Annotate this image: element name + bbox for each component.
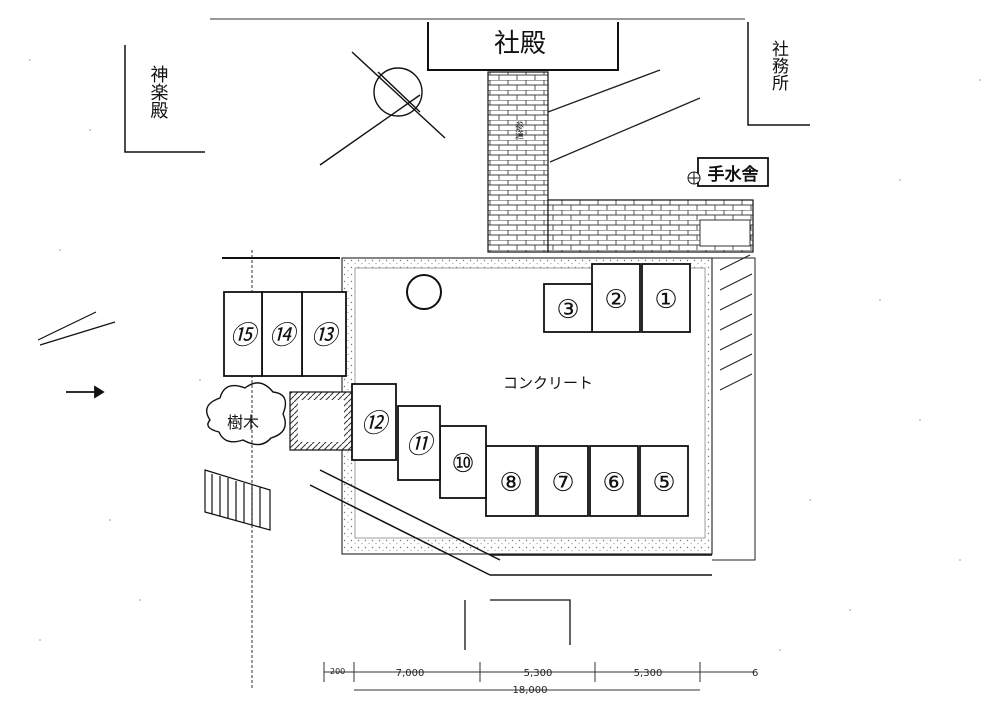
parking-spot-box <box>223 291 263 377</box>
sando-diagonals <box>547 69 701 163</box>
temizuya-building: 手水舎 <box>687 157 769 187</box>
lower-structure <box>464 599 571 650</box>
parking-spot-box <box>591 263 641 333</box>
tree-symbol <box>319 51 446 166</box>
parking-spot-box <box>485 445 537 517</box>
dimension-line <box>323 662 755 691</box>
parking-spot-number: ⑧ <box>499 468 522 498</box>
sando-label: 参道 <box>513 120 524 140</box>
parking-spot-number: ⑬ <box>311 321 341 351</box>
dim-total: 18,000 <box>513 685 548 696</box>
right-stairs <box>712 254 756 561</box>
dim-left: 200 <box>330 667 345 676</box>
dim-seg1: 7,000 <box>396 668 425 679</box>
parking-spot-number: ② <box>604 285 627 315</box>
left-stairs <box>204 469 271 531</box>
kaguraden-label: 神楽殿 <box>148 65 169 119</box>
parking-spot-box <box>439 425 487 499</box>
shamusho-building: 社務所 <box>747 22 810 126</box>
parking-spot-number: ⑦ <box>551 468 574 498</box>
small-structure <box>699 219 751 247</box>
parking-spot-box <box>639 445 689 517</box>
parking-spot-box <box>641 263 691 333</box>
shaden-building: 社殿 <box>427 22 619 71</box>
jumoku-label: 樹木 <box>227 413 259 432</box>
jumoku-tree: 樹木 <box>206 382 287 446</box>
dim-seg2: 5,300 <box>524 668 553 679</box>
scan-noise <box>29 59 981 651</box>
entry-arrow <box>66 385 105 399</box>
dim-seg3: 5,300 <box>634 668 663 679</box>
parking-spot-number: ⑫ <box>361 409 391 439</box>
parking-spot-number: ⑩ <box>451 449 474 479</box>
parking-spot-number: ⑮ <box>230 321 260 351</box>
shaden-label: 社殿 <box>494 29 546 59</box>
parking-spot-box <box>397 405 441 481</box>
parking-spot-number: ⑤ <box>652 468 675 498</box>
parking-spot-box <box>537 445 589 517</box>
shamusho-label: 社務所 <box>768 40 789 91</box>
parking-spot-number: ⑭ <box>269 321 299 351</box>
parking-spot-number: ⑥ <box>602 468 625 498</box>
parking-spot-number: ③ <box>556 295 579 325</box>
parking-spot-number: ① <box>654 285 677 315</box>
parking-spot-box <box>301 291 347 377</box>
parking-spot-box <box>351 383 397 461</box>
well-circle <box>406 274 442 310</box>
parking-spot-box <box>543 283 593 333</box>
parking-spot-box <box>589 445 639 517</box>
concrete-label: コンクリート <box>503 374 593 392</box>
parking-spot-number: ⑪ <box>406 430 436 460</box>
temizuya-label: 手水舎 <box>708 164 760 185</box>
diagonal-road <box>309 469 712 576</box>
dim-right: 6 <box>752 668 758 679</box>
sando-path: 参道 <box>487 71 549 253</box>
kaguraden-building: 神楽殿 <box>124 45 205 153</box>
